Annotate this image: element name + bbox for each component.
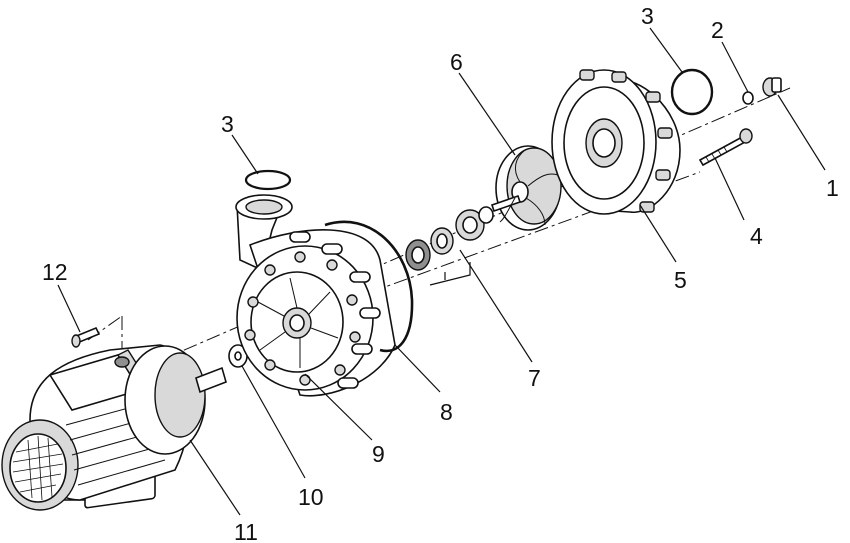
callout-11: 11 (234, 519, 258, 543)
callout-3-discharge: 3 (641, 3, 654, 29)
part-3-oring-discharge (670, 68, 714, 116)
part-10-washer (228, 344, 248, 368)
callout-3-suction: 3 (221, 111, 234, 137)
part-6-impeller (490, 145, 562, 231)
callout-labels: 1 2 3 3 4 5 6 7 8 9 10 11 12 (42, 3, 839, 543)
callout-9: 9 (372, 441, 385, 467)
callout-10: 10 (298, 484, 324, 510)
callout-8: 8 (440, 399, 453, 425)
callout-1: 1 (826, 175, 839, 201)
part-7-mechanical-seal (405, 206, 494, 286)
callout-2: 2 (711, 17, 724, 43)
part-11-motor (1, 344, 227, 511)
part-8-oring-large (324, 220, 414, 353)
leader-lines (57, 27, 826, 516)
callout-6: 6 (450, 49, 463, 75)
callout-5: 5 (674, 267, 687, 293)
callout-12: 12 (42, 259, 68, 285)
part-3-oring-suction (244, 169, 292, 191)
part-1-plug (762, 77, 782, 97)
callout-4: 4 (750, 223, 763, 249)
part-2-washer (742, 91, 754, 105)
motor-fan-grille (12, 435, 64, 501)
callout-7: 7 (528, 365, 541, 391)
part-5-pump-cover (551, 69, 681, 215)
part-9-pump-housing (235, 194, 396, 397)
part-4-bolt (698, 128, 753, 167)
part-12-screw (71, 326, 101, 348)
